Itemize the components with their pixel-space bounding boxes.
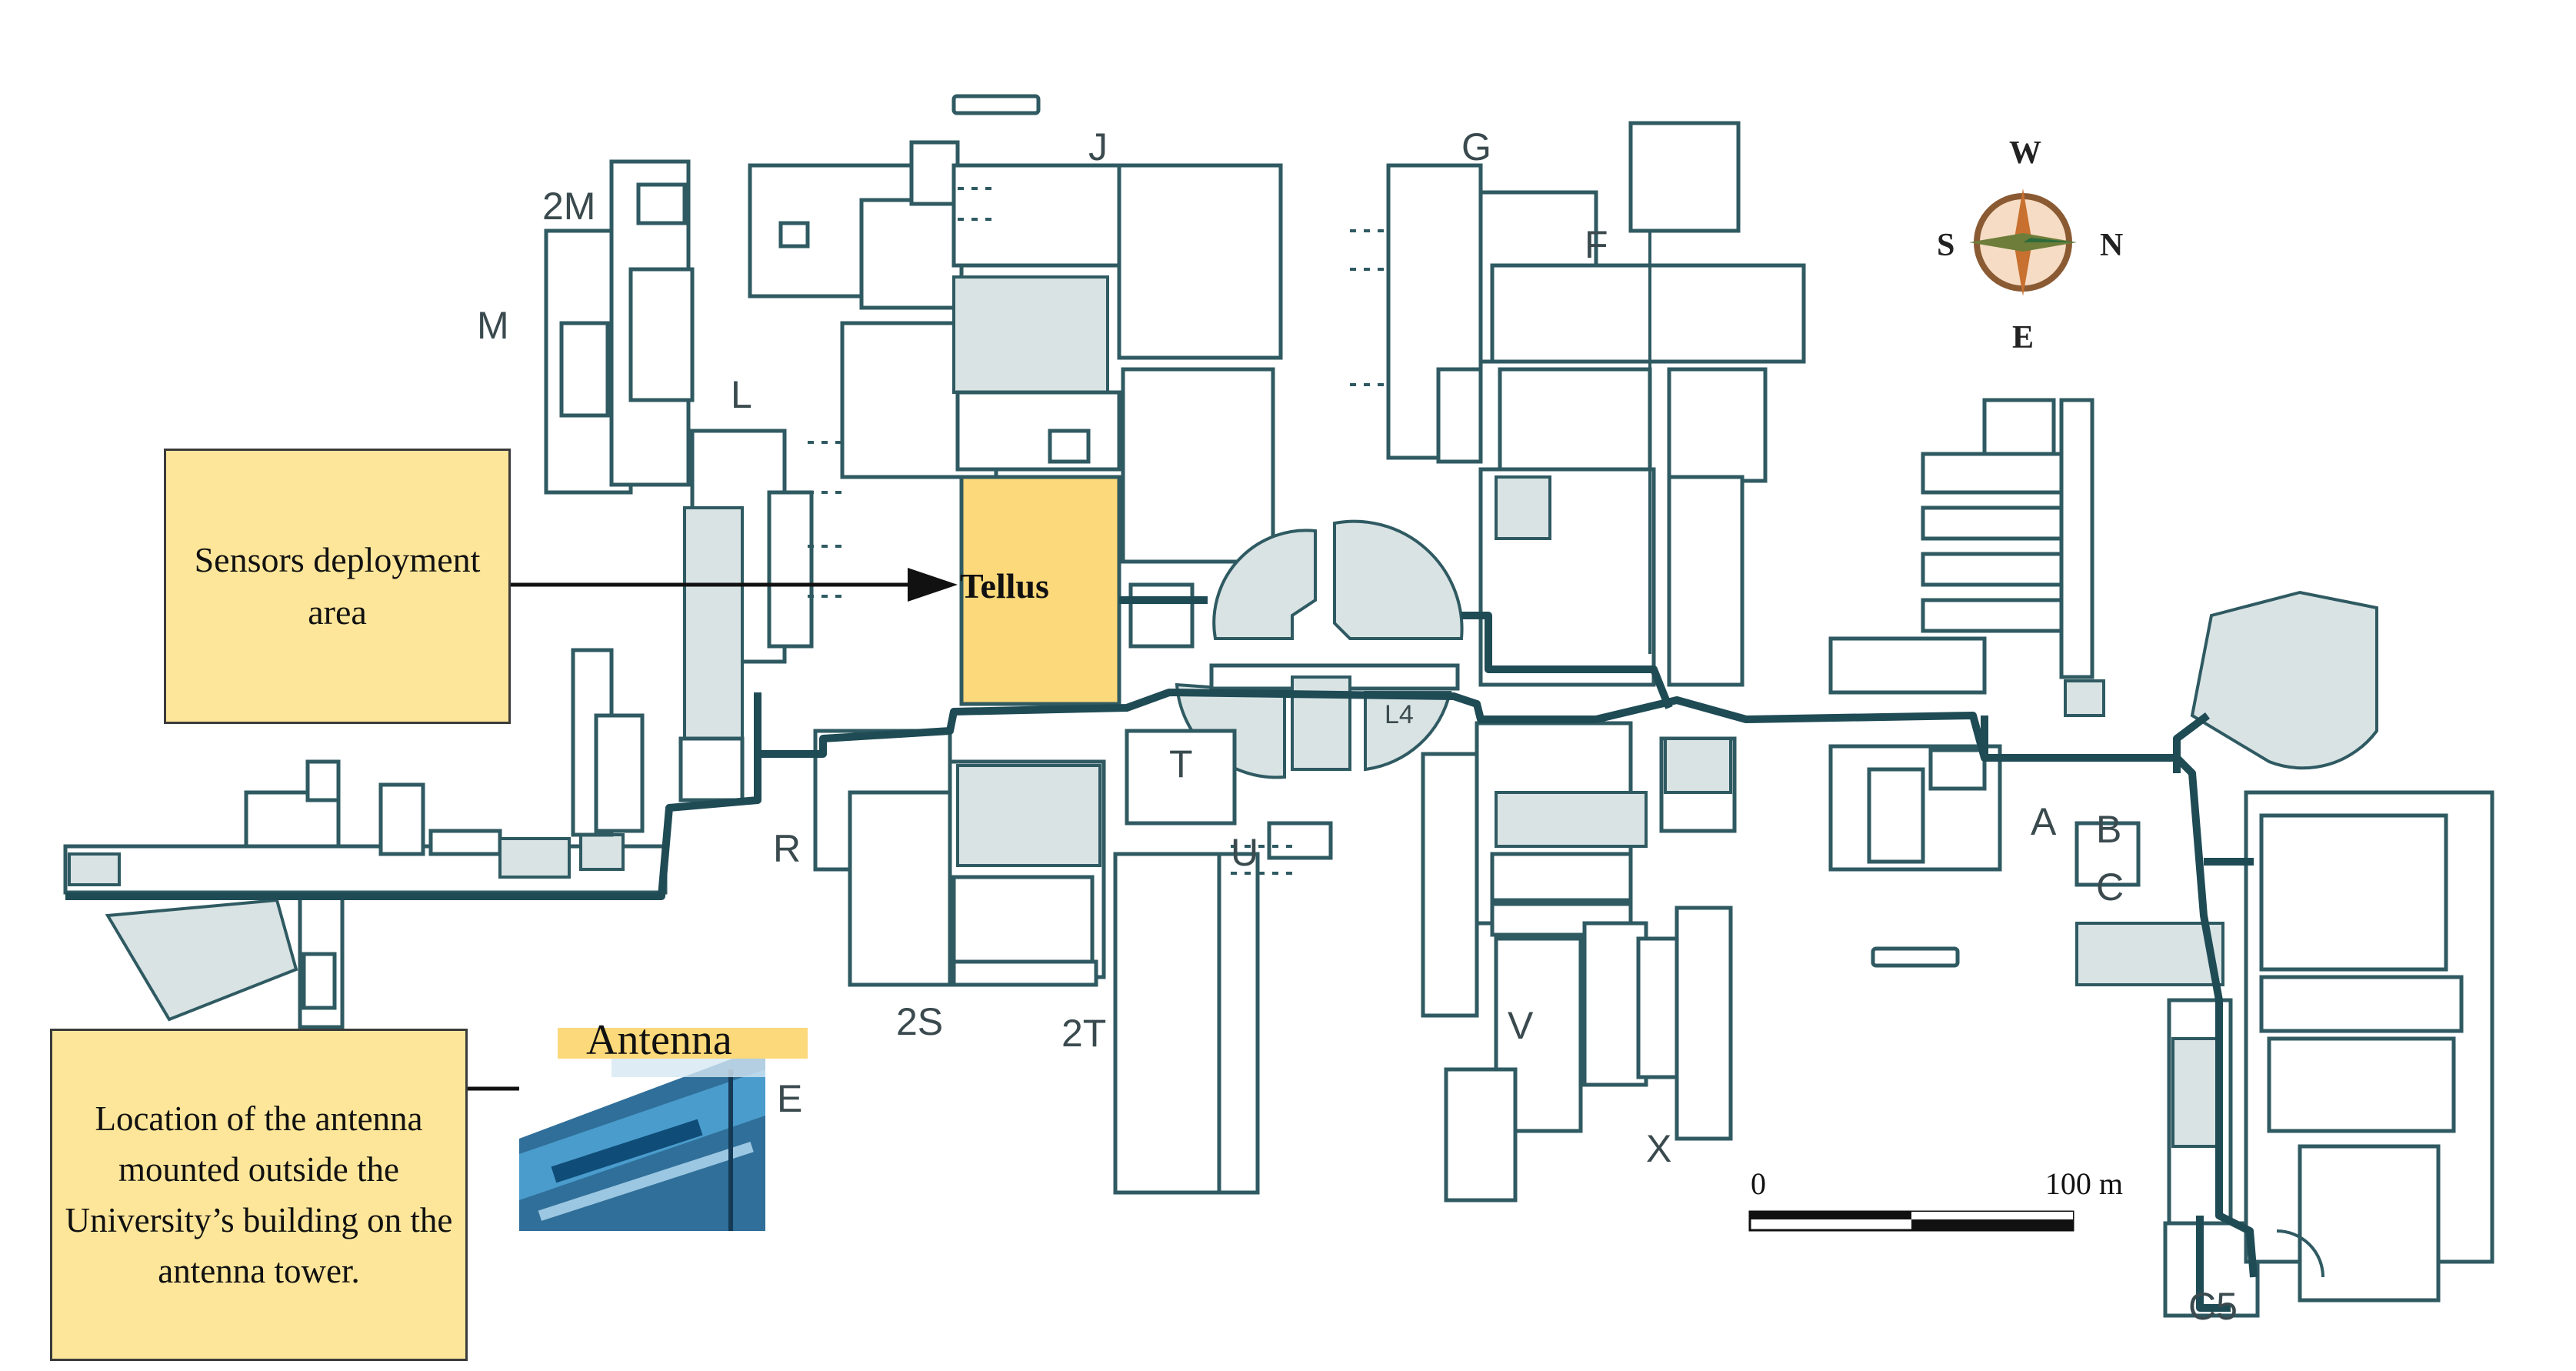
tellus-label: Tellus: [960, 566, 1049, 605]
sensors-callout: Sensors deployment area: [164, 449, 511, 724]
wing-label-t: T: [1169, 742, 1193, 786]
wing-label-c: C: [2096, 866, 2124, 909]
wing-label-2m: 2M: [542, 185, 595, 228]
south-central-block: [813, 729, 1333, 1195]
wing-label-m: M: [477, 304, 509, 347]
compass-rose-icon: W S N E: [1908, 135, 2138, 365]
wing-label-b: B: [2096, 808, 2121, 851]
wing-label-u: U: [1231, 831, 1258, 874]
scale-end-label: 100 m: [2044, 1166, 2123, 1201]
scale-start-label: 0: [1751, 1166, 1766, 1201]
main-corridor: [65, 689, 2258, 1278]
east-block: [1828, 398, 2494, 1318]
sensors-callout-text: Sensors deployment area: [194, 540, 481, 632]
wing-label-g: G: [1461, 125, 1491, 168]
wing-label-r: R: [773, 827, 801, 870]
wing-label-2t: 2T: [1061, 1012, 1106, 1055]
wing-label-e: E: [777, 1077, 802, 1120]
central-east-block: [1350, 121, 1806, 687]
compass-top: W: [2009, 135, 2041, 171]
wing-label-v: V: [1508, 1004, 1534, 1047]
south-east-block: [1421, 721, 1737, 1203]
compass-bottom: E: [2012, 320, 2034, 355]
wing-label-l4: L4: [1385, 700, 1414, 729]
wing-label-f: F: [1585, 223, 1608, 266]
wing-label-c5: C5: [2188, 1285, 2238, 1328]
compass-left: S: [1937, 228, 1955, 263]
wing-label-l: L: [731, 373, 752, 416]
wing-label-2s: 2S: [896, 1000, 943, 1043]
antenna-callout-text: Location of the antenna mounted outside …: [65, 1099, 453, 1290]
central-north-block: [748, 140, 1283, 649]
west-wing: [63, 648, 668, 1029]
wing-label-x: X: [1646, 1127, 1671, 1170]
wing-label-a: A: [2031, 800, 2057, 843]
antenna-label: Antenna: [586, 1016, 732, 1064]
antenna-callout: Location of the antenna mounted outside …: [50, 1029, 468, 1361]
tellus-building: [959, 475, 1121, 706]
antenna-label-bar: [558, 1028, 808, 1059]
scale-bar-graphic: [1748, 1210, 2074, 1232]
sensors-arrowhead-icon: [908, 568, 958, 602]
scale-bar: 0 100 m: [1746, 1166, 2123, 1250]
compass-right: N: [2100, 228, 2124, 263]
north-west-wings: [544, 159, 814, 802]
wing-label-j: J: [1088, 125, 1108, 168]
